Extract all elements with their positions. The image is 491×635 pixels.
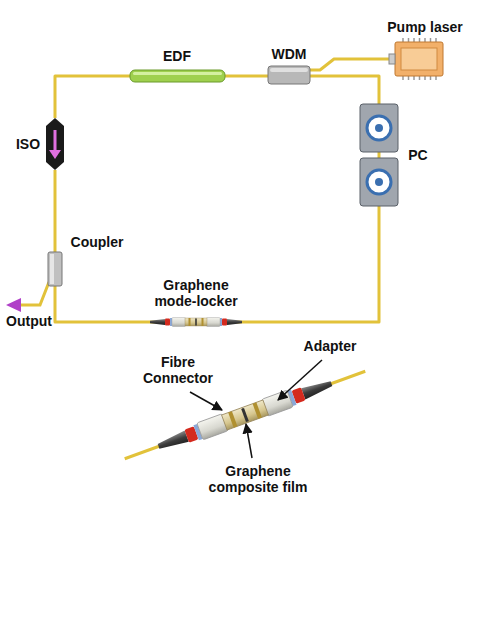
pin — [424, 76, 426, 80]
pin — [419, 38, 421, 42]
pin — [413, 38, 415, 42]
pin — [419, 76, 421, 80]
leader-line — [246, 424, 252, 458]
output-coupler: Coupler — [48, 252, 62, 286]
fibre-coil — [367, 170, 391, 194]
part-label: Fibre Connector — [138, 354, 218, 386]
pin — [430, 38, 432, 42]
isolator-body — [46, 118, 64, 170]
connector-left — [132, 318, 196, 327]
pin — [408, 76, 410, 80]
component-shape — [360, 100, 398, 210]
pump-laser: Pump laser — [395, 42, 443, 76]
component-shape — [268, 66, 310, 84]
fibre-link — [54, 170, 57, 252]
wdm-box — [268, 66, 310, 84]
pin — [435, 38, 437, 42]
pin — [435, 76, 437, 80]
polarisation-controller: PC — [360, 100, 398, 210]
part-label: Graphene composite film — [203, 463, 313, 495]
pin — [402, 76, 404, 80]
component-label: Pump laser — [375, 19, 475, 35]
component-shape — [48, 252, 62, 286]
coupler-highlight — [50, 254, 54, 284]
connector-right — [196, 318, 260, 327]
coil-hub — [375, 124, 383, 132]
ml-connectors — [132, 318, 260, 327]
pin — [402, 38, 404, 42]
coupler-box — [48, 252, 62, 286]
fibre-link — [225, 75, 268, 78]
pump-package — [395, 42, 443, 76]
graphene-film — [195, 319, 197, 326]
fibre-link — [262, 210, 379, 322]
pump-lid — [401, 48, 437, 70]
leader-line — [278, 360, 322, 400]
component-label: Coupler — [64, 234, 130, 250]
pc-paddle — [360, 104, 398, 152]
pc-paddle — [360, 158, 398, 206]
fibre-link — [310, 59, 389, 70]
output-arrowhead — [6, 298, 21, 312]
fibre-link — [310, 76, 379, 100]
isolator-arrowhead — [49, 150, 61, 159]
pin — [424, 38, 426, 42]
component-shape — [46, 118, 64, 170]
coil-hub — [375, 178, 383, 186]
mode-locker: Graphene mode-locker — [130, 315, 262, 329]
component-shape — [395, 42, 443, 76]
pigtail-boot — [389, 54, 395, 64]
fibre-amplifier: EDF — [130, 70, 225, 82]
pin — [430, 76, 432, 80]
fibre-link — [55, 76, 130, 118]
isolator-arrow — [54, 130, 57, 152]
component-label: Graphene mode-locker — [151, 277, 241, 309]
connector-right — [242, 363, 368, 424]
fibre-coil — [367, 116, 391, 140]
component-label: EDF — [147, 48, 207, 64]
output-fibre — [20, 282, 49, 305]
component-label: WDM — [259, 46, 319, 62]
part-label: Adapter — [295, 338, 365, 354]
component-label: ISO — [10, 136, 46, 152]
leader-line — [190, 392, 222, 410]
edf-highlight — [133, 72, 222, 75]
connector-left — [122, 407, 248, 468]
output-label: Output — [5, 313, 53, 329]
pin — [408, 38, 410, 42]
graphene-film — [241, 408, 249, 422]
component-shape — [130, 70, 225, 82]
fibre-link — [55, 286, 130, 322]
edf-tube — [130, 70, 225, 82]
wdm-coupler: WDM — [268, 66, 310, 84]
wdm-highlight — [270, 68, 308, 72]
component-shape — [130, 315, 262, 329]
isolator: ISO — [46, 118, 64, 170]
component-label: PC — [403, 147, 433, 163]
pin — [413, 76, 415, 80]
